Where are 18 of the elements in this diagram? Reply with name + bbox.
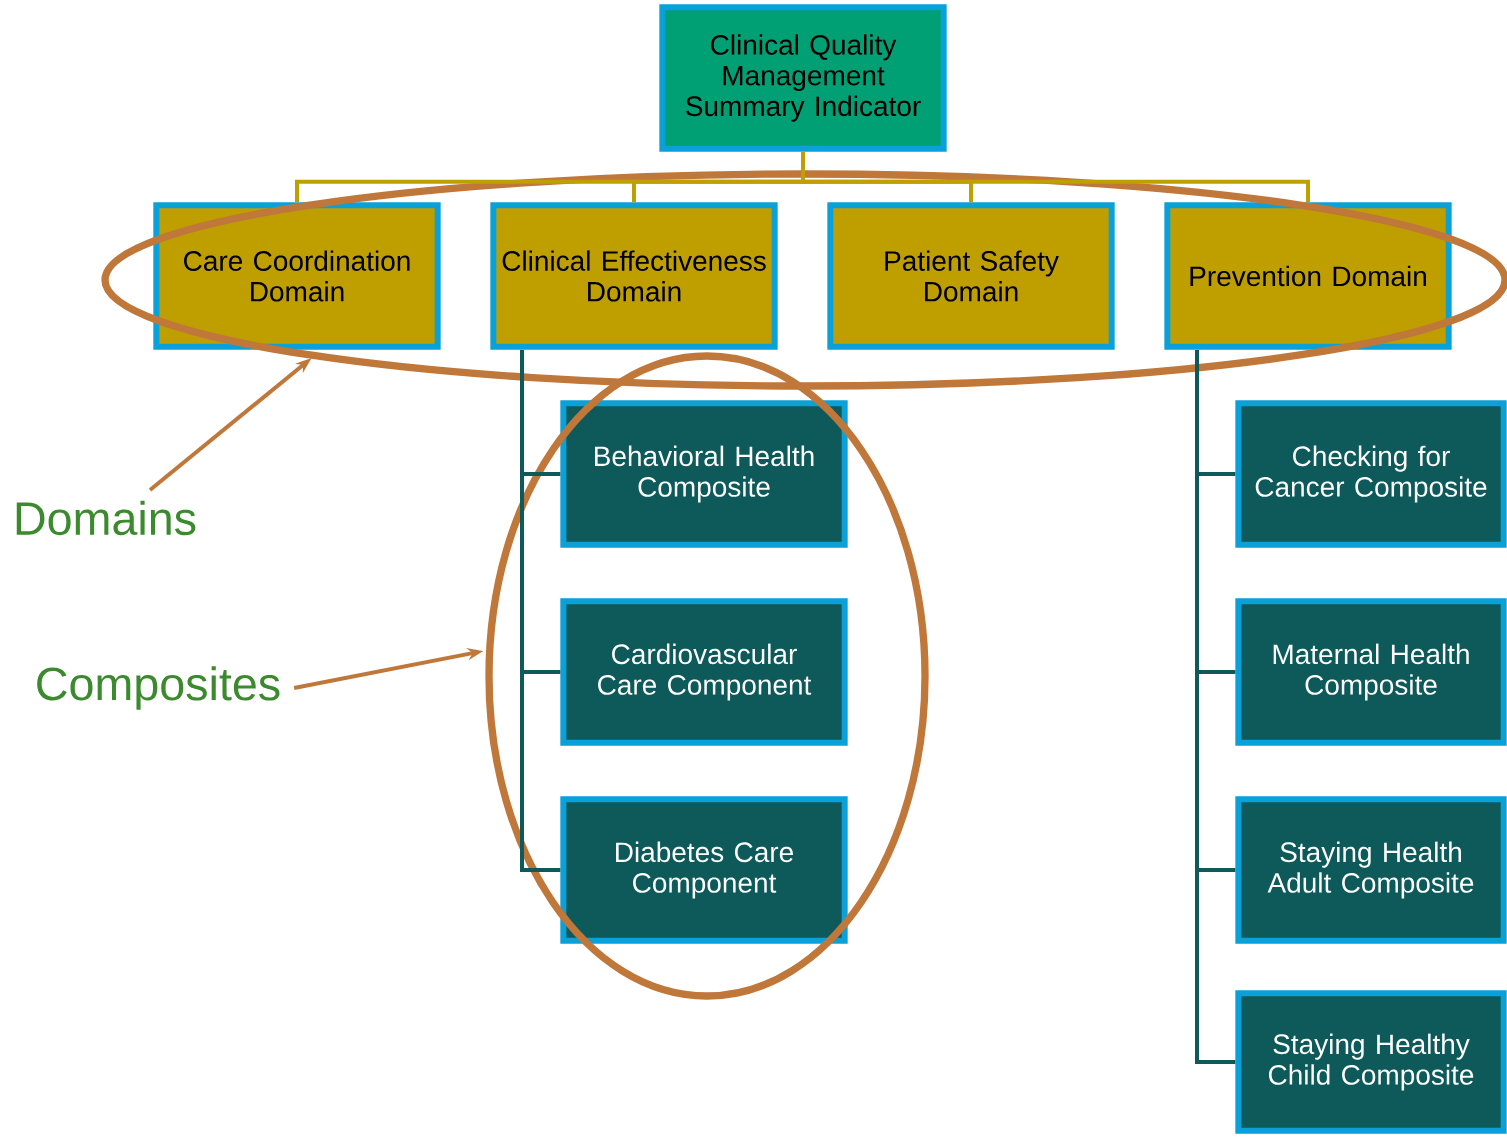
composite-box: Maternal Health Composite (1235, 598, 1507, 746)
composite-box: Behavioral Health Composite (560, 400, 848, 548)
composite-box: Staying Health Adult Composite (1235, 796, 1507, 944)
composite-box: Cardiovascular Care Component (560, 598, 848, 746)
domain-box: Prevention Domain (1164, 202, 1452, 350)
highlight-ellipse (485, 352, 929, 1000)
callout-text: Domains (16, 500, 196, 536)
composite-box: Checking for Cancer Composite (1235, 400, 1507, 548)
connector-line (520, 350, 561, 872)
composite-box: Diabetes Care Component (560, 796, 848, 944)
callout-text: Composites (37, 666, 280, 710)
summary-box: Clinical Quality Management Summary Indicator (659, 4, 947, 152)
connector-line (1195, 350, 1236, 1064)
domain-box: Patient Safety Domain (827, 202, 1115, 350)
domain-box: Clinical Effectiveness Domain (490, 202, 778, 350)
domain-box: Care Coordination Domain (153, 202, 441, 350)
composite-box: Staying Healthy Child Composite (1235, 990, 1507, 1134)
connector-line (801, 151, 1310, 203)
